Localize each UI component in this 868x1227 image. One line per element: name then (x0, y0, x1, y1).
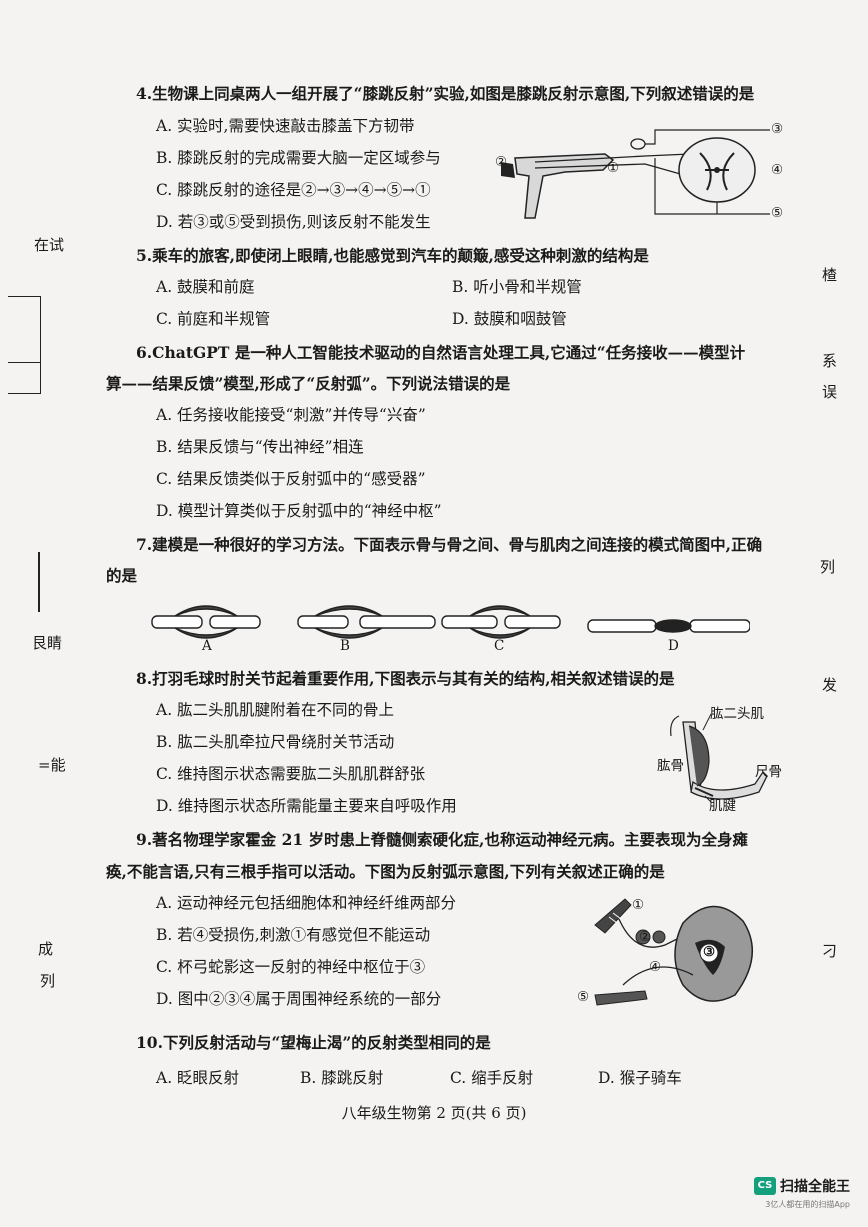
left-margin-bracket (40, 296, 41, 394)
q9-label-2: ② (639, 929, 652, 945)
q8-option-c: C. 维持图示状态需要肱二头肌肌群舒张 (156, 765, 426, 783)
q9-label-3: ③ (703, 944, 716, 960)
q9-option-b: B. 若④受损伤,刺激①有感觉但不能运动 (156, 926, 431, 944)
q9-stem-line1: 9.著名物理学家霍金 21 岁时患上脊髓侧索硬化症,也称运动神经元病。主要表现为… (136, 830, 748, 849)
right-margin-text-4: 列 (820, 558, 836, 576)
right-margin-text-1: 楂 (822, 266, 838, 284)
left-margin-text-3: =能 (38, 756, 66, 774)
q8-label-biceps: 肱二头肌 (710, 706, 764, 722)
q5-stem: 5.乘车的旅客,即使闭上眼睛,也能感觉到汽车的颠簸,感受这种刺激的结构是 (136, 246, 649, 265)
q6-stem-line2: 算——结果反馈”模型,形成了“反射弧”。下列说法错误的是 (106, 374, 511, 393)
q5-option-c: C. 前庭和半规管 (156, 310, 271, 328)
q7-stem-line2: 的是 (106, 566, 138, 585)
page-footer: 八年级生物第 2 页(共 6 页) (341, 1104, 527, 1122)
q9-label-5: ⑤ (577, 989, 590, 1005)
q8-option-a: A. 肱二头肌肌腱附着在不同的骨上 (156, 701, 395, 719)
q9-label-4: ④ (649, 959, 662, 975)
left-margin-bracket-mid (8, 362, 40, 363)
q4-option-a: A. 实验时,需要快速敲击膝盖下方韧带 (156, 117, 415, 135)
q9-stem-line2: 痪,不能言语,只有三根手指可以活动。下图为反射弧示意图,下列有关叙述正确的是 (106, 862, 665, 881)
q10-option-a: A. 眨眼反射 (156, 1069, 240, 1087)
scanner-logo-icon: CS (754, 1176, 776, 1195)
q4-label-4: ④ (771, 162, 784, 178)
q9-option-c: C. 杯弓蛇影这一反射的神经中枢位于③ (156, 958, 426, 976)
q6-option-d: D. 模型计算类似于反射弧中的“神经中枢” (156, 502, 442, 520)
right-margin-text-3: 误 (822, 383, 838, 401)
knee-jerk-reflex-figure: ② ① ③ ④ ⑤ (495, 118, 795, 228)
q8-option-d: D. 维持图示状态所需能量主要来自呼吸作用 (156, 797, 457, 815)
left-margin-bracket-bottom (8, 393, 40, 394)
q6-stem-line1: 6.ChatGPT 是一种人工智能技术驱动的自然语言处理工具,它通过“任务接收—… (136, 343, 746, 362)
q7-label-b: B (340, 638, 350, 654)
arm-muscle-figure: 肱二头肌 肱骨 尺骨 肌腱 (655, 702, 805, 812)
scanner-tagline: 3亿人都在用的扫描App (765, 1200, 850, 1209)
q4-option-d: D. 若③或⑤受到损伤,则该反射不能发生 (156, 213, 431, 231)
q10-stem: 10.下列反射活动与“望梅止渴”的反射类型相同的是 (136, 1033, 491, 1052)
q9-label-1: ① (632, 897, 645, 913)
q4-label-5: ⑤ (771, 205, 784, 221)
left-margin-text-4: 成 (38, 940, 54, 958)
left-margin-text-1: 在试 (34, 236, 65, 254)
scanner-app-name: 扫描全能王 (780, 1178, 850, 1195)
right-margin-text-6: 刁 (822, 942, 838, 960)
bone-muscle-models-figure: A B C D (150, 598, 750, 658)
left-margin-text-5: 列 (40, 972, 56, 990)
q5-option-b: B. 听小骨和半规管 (452, 278, 582, 296)
q10-option-d: D. 猴子骑车 (598, 1069, 682, 1087)
q9-option-d: D. 图中②③④属于周围神经系统的一部分 (156, 990, 442, 1008)
q5-option-d: D. 鼓膜和咽鼓管 (452, 310, 567, 328)
q7-label-a: A (202, 638, 212, 654)
reflex-arc-figure: ① ② ③ ④ ⑤ (575, 895, 775, 1015)
q10-option-b: B. 膝跳反射 (300, 1069, 384, 1087)
q4-label-3: ③ (771, 121, 784, 137)
q7-stem-line1: 7.建模是一种很好的学习方法。下面表示骨与骨之间、骨与肌肉之间连接的模式简图中,… (136, 535, 763, 554)
q7-label-c: C (494, 638, 505, 654)
q8-label-humerus: 肱骨 (657, 758, 684, 774)
left-margin-mark (38, 552, 40, 612)
q8-label-ulna: 尺骨 (755, 764, 782, 780)
q7-label-d: D (668, 638, 679, 654)
q6-option-c: C. 结果反馈类似于反射弧中的“感受器” (156, 470, 426, 488)
q4-stem: 4.生物课上同桌两人一组开展了“膝跳反射”实验,如图是膝跳反射示意图,下列叙述错… (136, 84, 755, 103)
q9-option-a: A. 运动神经元包括细胞体和神经纤维两部分 (156, 894, 457, 912)
left-margin-text-2: 艮睛 (32, 634, 63, 652)
q4-option-b: B. 膝跳反射的完成需要大脑一定区域参与 (156, 149, 441, 167)
q8-stem: 8.打羽毛球时肘关节起着重要作用,下图表示与其有关的结构,相关叙述错误的是 (136, 669, 675, 688)
q4-option-c: C. 膝跳反射的途径是②→③→④→⑤→① (156, 181, 431, 199)
q8-label-tendon: 肌腱 (709, 798, 736, 814)
q4-label-1: ① (607, 160, 620, 176)
q5-option-a: A. 鼓膜和前庭 (156, 278, 255, 296)
left-margin-bracket-top (8, 296, 40, 297)
q8-option-b: B. 肱二头肌牵拉尺骨绕肘关节活动 (156, 733, 395, 751)
right-margin-text-2: 系 (822, 352, 838, 370)
q4-label-2: ② (495, 154, 508, 170)
q6-option-b: B. 结果反馈与“传出神经”相连 (156, 438, 364, 456)
q10-option-c: C. 缩手反射 (450, 1069, 534, 1087)
right-margin-text-5: 发 (822, 676, 838, 694)
q6-option-a: A. 任务接收能接受“刺激”并传导“兴奋” (156, 406, 426, 424)
